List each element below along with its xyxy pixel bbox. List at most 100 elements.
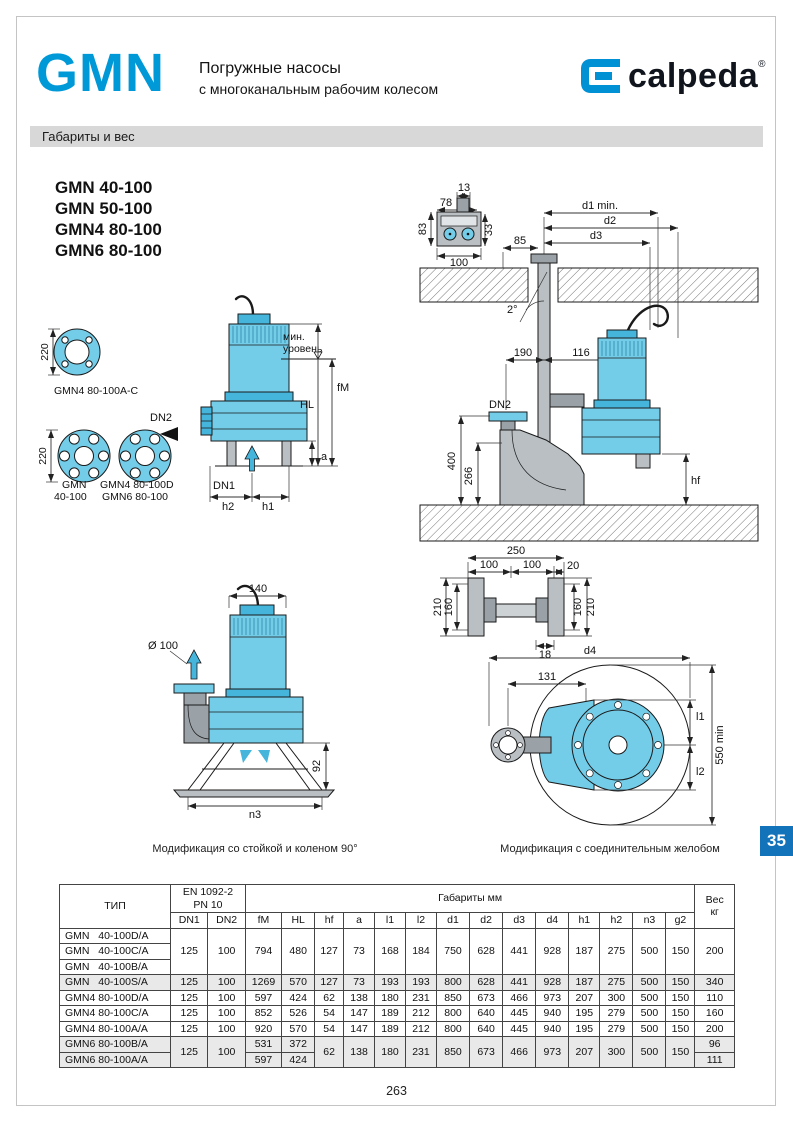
- dimension-cell: 466: [502, 1036, 537, 1068]
- dim-250: 250: [507, 545, 525, 557]
- col-header: l1: [374, 912, 406, 929]
- dimension-cell: 441: [502, 974, 537, 991]
- dim-220-bottom: 220: [37, 447, 49, 465]
- dimension-cell: 96: [694, 1036, 735, 1053]
- dimension-cell: 73: [343, 927, 376, 975]
- dim-angle: 2°: [507, 304, 518, 316]
- dimension-cell: 189: [374, 1005, 406, 1022]
- dimension-cell: 279: [599, 1020, 634, 1037]
- min-level-label1: мин.: [283, 331, 305, 343]
- dimension-cell: 500: [632, 1005, 667, 1022]
- dim-d1min: d1 min.: [582, 200, 618, 212]
- channel-bracket-drawing: 250 100 100 20 210 160 160: [432, 545, 597, 661]
- registered-mark: ®: [758, 59, 766, 70]
- dimension-cell: 466: [502, 989, 537, 1006]
- model-name: GMN 40-100: [55, 178, 153, 197]
- col-header-type: ТИП: [58, 884, 172, 929]
- dimension-cell: 187: [568, 974, 601, 991]
- dimension-cell: 372: [281, 1036, 316, 1053]
- col-header: l2: [404, 912, 437, 929]
- pump-type-cell: GMN4 80-100A/A: [58, 1020, 172, 1037]
- dimension-cell: 147: [343, 1005, 376, 1022]
- dim-d2: d2: [604, 215, 616, 227]
- dim-d4: d4: [584, 645, 596, 657]
- dim-l1: l1: [696, 711, 705, 723]
- dimension-cell: 138: [343, 1036, 376, 1068]
- calpeda-logo-icon: [581, 59, 620, 93]
- col-header: g2: [665, 912, 696, 929]
- dimension-cell: 800: [435, 974, 471, 991]
- dimension-cell: 150: [665, 1036, 696, 1068]
- stand-pump-drawing: 140 Ø 100 92: [148, 583, 336, 821]
- dimension-cell: 127: [314, 974, 345, 991]
- dimension-cell: 526: [281, 1005, 316, 1022]
- dn2-direction-arrow: [160, 427, 178, 441]
- dimension-cell: 125: [170, 1005, 209, 1022]
- col-header: HL: [281, 912, 316, 929]
- dimension-cell: 231: [404, 989, 437, 1006]
- dim-266: 266: [463, 467, 475, 485]
- dimension-cell: 500: [632, 1020, 667, 1037]
- dimension-cell: 195: [568, 1020, 601, 1037]
- dim-h1: h1: [262, 501, 274, 513]
- caption-stand-elbow: Модификация со стойкой и коленом 90°: [152, 843, 358, 855]
- dim-400: 400: [446, 452, 458, 470]
- flange-label-gmn: GMN: [62, 479, 87, 491]
- dimension-cell: 195: [568, 1005, 601, 1022]
- dimension-cell: 673: [469, 989, 504, 1006]
- dimension-cell: 928: [535, 927, 570, 975]
- weight-label: Вес: [705, 893, 724, 906]
- dimension-cell: 973: [535, 1036, 570, 1068]
- series-title: GMN: [36, 43, 165, 103]
- col-header: DN2: [207, 912, 246, 929]
- flange-drawings: 220 GMN4 80-100A-C 220: [37, 328, 178, 503]
- pump-type-cell: GMN 40-100D/A: [58, 927, 172, 944]
- flange-label-gmn4d: GMN4 80-100D: [100, 479, 174, 491]
- en-standard-label: EN 1092-2: [182, 886, 234, 898]
- dimension-cell: 111: [694, 1051, 735, 1068]
- col-header: fM: [244, 912, 283, 929]
- dimension-cell: 125: [170, 1036, 209, 1068]
- caption-coupling: Модификация с соединительным желобом: [500, 843, 720, 855]
- flange-label-top: GMN4 80-100A-C: [54, 385, 138, 397]
- page-number: 263: [386, 1084, 407, 1098]
- dimension-cell: 300: [599, 1036, 634, 1068]
- dimension-cell: 100: [207, 989, 246, 1006]
- dimension-cell: 207: [568, 1036, 601, 1068]
- dim-13: 13: [458, 182, 470, 194]
- dim-160-left: 160: [443, 598, 455, 616]
- dim-hf: hf: [691, 475, 701, 487]
- dimension-cell: 207: [568, 989, 601, 1006]
- model-name: GMN4 80-100: [55, 220, 162, 239]
- rail-clamp-detail: 13 78 83 100 33: [417, 182, 495, 269]
- dim-160-right: 160: [572, 598, 584, 616]
- dim-85: 85: [514, 235, 526, 247]
- col-header: a: [343, 912, 376, 929]
- dimension-cell: 212: [404, 1020, 437, 1037]
- flange-label-gmn6: GMN6 80-100: [102, 491, 168, 503]
- dimension-cell: 424: [281, 1051, 316, 1068]
- dim-92: 92: [311, 760, 323, 772]
- suction-arrow-left: [240, 750, 252, 763]
- dimension-cell: 54: [314, 1020, 345, 1037]
- dimension-cell: 160: [694, 1005, 735, 1022]
- subtitle-line2: с многоканальным рабочим колесом: [199, 81, 439, 97]
- dim-h2: h2: [222, 501, 234, 513]
- dimension-cell: 500: [632, 927, 667, 975]
- dimension-cell: 531: [244, 1036, 283, 1053]
- min-level-label2: уровень: [283, 343, 323, 355]
- dimension-cell: 62: [314, 1036, 345, 1068]
- dimension-cell: 500: [632, 974, 667, 991]
- dimension-cell: 794: [244, 927, 283, 975]
- col-header: h2: [599, 912, 634, 929]
- dimension-cell: 424: [281, 989, 316, 1006]
- calpeda-wordmark: calpeda: [628, 56, 759, 95]
- dimension-cell: 125: [170, 927, 209, 975]
- dimension-cell: 231: [404, 1036, 437, 1068]
- pn-label: PN 10: [193, 898, 223, 911]
- dimension-cell: 147: [343, 1020, 376, 1037]
- dimension-cell: 110: [694, 989, 735, 1006]
- dimension-cell: 800: [435, 1020, 471, 1037]
